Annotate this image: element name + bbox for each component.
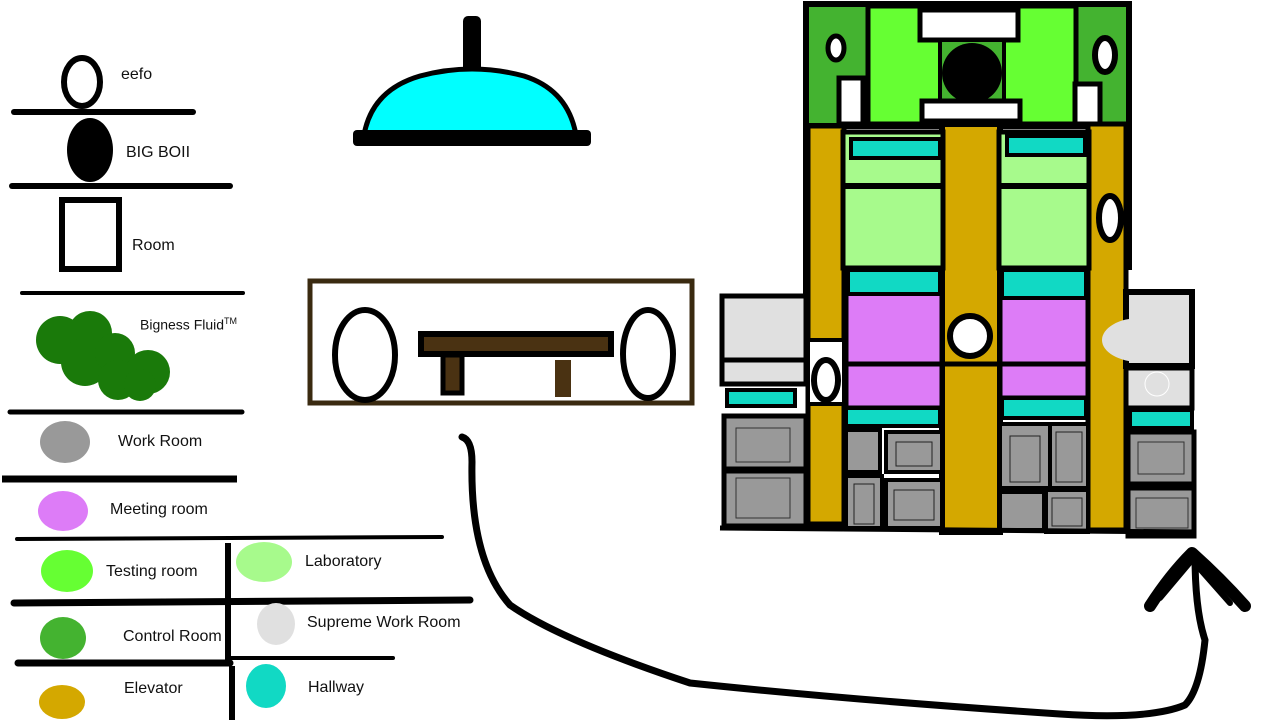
curved-arrow-icon xyxy=(458,433,1251,720)
machine-side-view-icon xyxy=(307,278,695,406)
legend-label-hallway: Hallway xyxy=(308,679,365,696)
legend-label-elevator: Elevator xyxy=(124,680,183,697)
room-block xyxy=(1072,81,1103,127)
room-block xyxy=(919,98,1023,124)
supreme-work-room-block xyxy=(719,293,809,363)
bigness-fluid-swatch xyxy=(36,311,170,401)
supreme-work-room-block xyxy=(1123,365,1195,411)
legend xyxy=(2,55,474,720)
eefo-symbol xyxy=(825,33,847,63)
supreme-work-room-swatch xyxy=(257,603,295,645)
hallway-block xyxy=(844,406,942,428)
legend-label-laboratory: Laboratory xyxy=(305,553,382,570)
eefo-symbol xyxy=(1092,35,1118,75)
big-boii-symbol xyxy=(67,118,113,182)
legend-label-big-boii: BIG BOII xyxy=(126,144,191,161)
room-symbol xyxy=(59,197,122,272)
supreme-work-room-block xyxy=(719,357,809,387)
work-room-block xyxy=(1125,429,1197,487)
hallway-block xyxy=(1000,268,1088,300)
legend-label-work-room: Work Room xyxy=(118,433,203,450)
work-room-block xyxy=(998,422,1052,490)
work-room-block xyxy=(844,428,882,474)
building-cross-section xyxy=(719,1,1197,539)
room-block xyxy=(836,75,866,127)
legend-label-supreme-work-room: Supreme Work Room xyxy=(307,614,461,631)
hallway-block xyxy=(849,137,942,160)
legend-label-control-room: Control Room xyxy=(123,628,222,645)
legend-label-meeting-room: Meeting room xyxy=(110,501,208,518)
work-room-swatch xyxy=(40,421,90,463)
legend-label-eefo: eefo xyxy=(121,66,153,83)
room-block xyxy=(917,7,1021,43)
eefo-symbol xyxy=(947,313,993,359)
work-room-block xyxy=(884,430,944,474)
work-room-block xyxy=(998,490,1046,532)
elevator-shaft xyxy=(805,123,847,527)
legend-label-testing-room: Testing room xyxy=(106,563,198,580)
work-room-block xyxy=(1125,485,1197,539)
eefo-symbol xyxy=(1096,193,1124,243)
hallway-swatch xyxy=(246,664,286,708)
hallway-block xyxy=(1000,396,1088,420)
elevator-swatch xyxy=(39,685,85,719)
hallway-block xyxy=(1128,408,1194,430)
big-boii-symbol xyxy=(942,43,1002,103)
dome-lamp-icon xyxy=(353,16,591,146)
work-room-block xyxy=(1044,488,1090,534)
hallway-block xyxy=(1005,134,1087,157)
hallway-block xyxy=(846,268,942,296)
trademark-symbol: TM xyxy=(224,316,238,326)
hallway-block xyxy=(725,388,797,408)
legend-label-bigness-fluid: Bigness FluidTM xyxy=(140,316,238,333)
testing-room-swatch xyxy=(41,550,93,592)
supreme-work-room-block xyxy=(1102,318,1178,362)
control-room-swatch xyxy=(40,617,86,659)
eefo-symbol xyxy=(61,55,103,109)
eefo-symbol xyxy=(811,357,841,403)
work-room-block xyxy=(844,474,884,530)
laboratory-swatch xyxy=(236,542,292,582)
legend-divider xyxy=(10,596,474,607)
meeting-room-swatch xyxy=(38,491,88,531)
legend-divider xyxy=(15,535,444,541)
legend-label-room: Room xyxy=(132,237,175,254)
